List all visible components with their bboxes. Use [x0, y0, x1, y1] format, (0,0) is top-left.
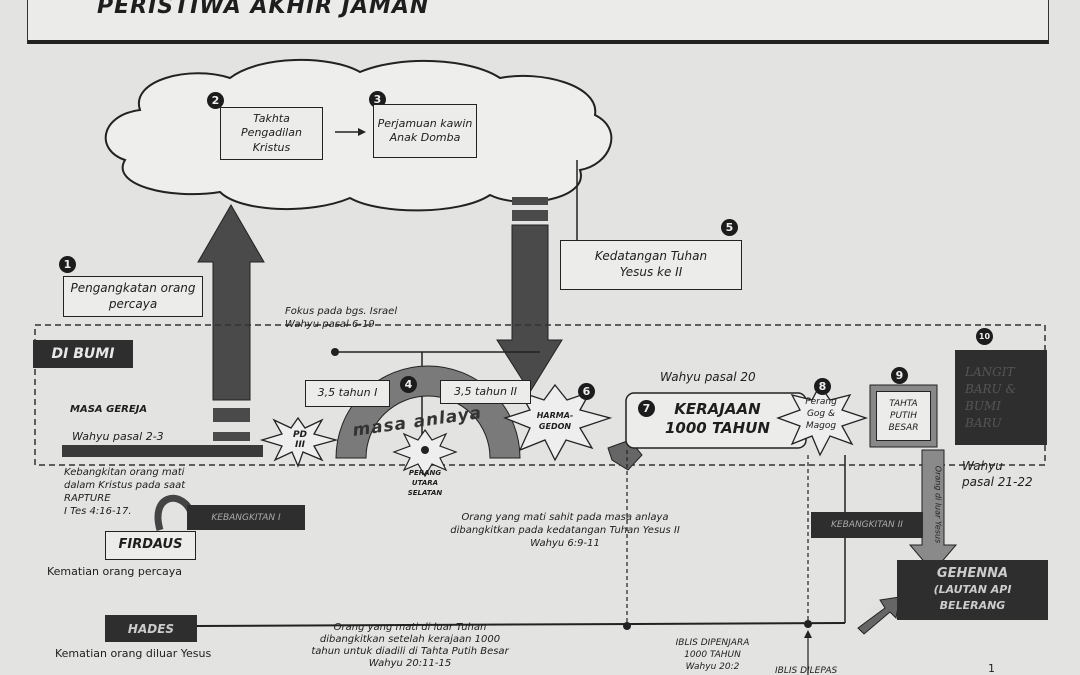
text-line: dibangkitkan setelah kerajaan 1000 — [319, 634, 501, 645]
langit-line: BUMI — [965, 398, 1001, 413]
di-bumi-label: DI BUMI — [33, 340, 133, 368]
mati-sahit-text: Orang yang mati sahit pada masa anlaya di… — [420, 511, 710, 550]
kerajaan-line: 1000 TAHUN — [665, 419, 770, 437]
text-line: Wahyu 20:2 — [685, 662, 740, 672]
marker-6: 6 — [578, 383, 595, 400]
gehenna-box: GEHENNA (LAUTAN API BELERANG — [897, 560, 1048, 620]
rapture-up-arrow — [197, 204, 265, 401]
second-coming-down-arrow — [496, 224, 563, 393]
marker-1: 1 — [59, 256, 76, 273]
hades-box: HADES — [105, 615, 197, 642]
text-line: 1000 TAHUN — [684, 650, 741, 660]
iblis-penjara-text: IBLIS DIPENJARA 1000 TAHUN Wahyu 20:2 — [655, 637, 770, 673]
orang-luar-yesus-label: Orang di luar Yesus — [933, 465, 943, 544]
tahun1-box: 3,5 tahun I — [305, 380, 390, 407]
marker-10: 10 — [976, 328, 993, 345]
langit-line: BARU & — [965, 381, 1017, 396]
text-line: I Tes 4:16-17. — [64, 506, 132, 517]
text-line: IBLIS DIPENJARA — [675, 638, 750, 648]
perang-utara-selatan: PERANG UTARA SELATAN — [400, 468, 450, 498]
page-title: PERISTIWA AKHIR JAMAN — [97, 0, 430, 19]
wahyu-20-label: Wahyu pasal 20 — [660, 370, 756, 384]
gehenna-line: BELERANG — [939, 599, 1006, 612]
to-gehenna-arrow — [908, 449, 958, 573]
text-line: Wahyu 6:9-11 — [530, 538, 600, 549]
perang-line: SELATAN — [407, 489, 443, 497]
harmagedon-star — [503, 383, 613, 462]
iblis-arrow — [857, 596, 901, 635]
pd3-label: PD III — [292, 430, 308, 450]
marker-3: 3 — [369, 91, 386, 108]
marker-4: 4 — [400, 376, 417, 393]
text-line: RAPTURE — [64, 493, 111, 504]
perang-line: UTARA — [411, 479, 439, 487]
marker-7: 7 — [638, 400, 655, 417]
marker-9: 9 — [891, 367, 908, 384]
kematian-percaya-label: Kematian orang percaya — [47, 565, 182, 578]
masa-gereja-label: MASA GEREJA — [70, 404, 148, 415]
langit-line: LANGIT — [965, 364, 1015, 379]
marker-2: 2 — [207, 92, 224, 109]
tahta-putih-box: TAHTA PUTIH BESAR — [876, 391, 931, 441]
perjamuan-box: Perjamuan kawin Anak Domba — [373, 104, 477, 158]
perang-line: PERANG — [408, 469, 442, 477]
takhta-pengadilan-box: Takhta Pengadilan Kristus — [220, 107, 323, 160]
gog-line: Magog — [805, 421, 837, 431]
kebangkitan-2-box: KEBANGKITAN II — [811, 512, 923, 538]
harmagedon-label: HARMA- GEDON — [530, 410, 580, 432]
gog-line: Perang — [805, 397, 837, 407]
wahyu-line: pasal 21-22 — [962, 475, 1033, 489]
text-line: Kebangkitan orang mati — [64, 467, 185, 478]
pd3-star — [259, 416, 339, 468]
wahyu-line: Wahyu — [962, 459, 1003, 473]
langit-baru-box: LANGIT BARU & BUMI BARU — [955, 350, 1047, 445]
firdaus-box: FIRDAUS — [105, 531, 196, 560]
fokus-line: Fokus pada bgs. Israel — [285, 306, 398, 317]
pengangkatan-box: Pengangkatan orang percaya — [63, 276, 203, 317]
tahta-line: TAHTA — [889, 399, 918, 409]
kematian-luar-label: Kematian orang diluar Yesus — [55, 647, 212, 660]
wahyu-21-22-label: Wahyu pasal 21-22 — [962, 458, 1033, 490]
harmagedon-line: HARMA- — [536, 411, 574, 420]
gog-magog-star — [776, 383, 869, 457]
tahta-line: BESAR — [888, 423, 919, 433]
kebangkitan-rapture-text: Kebangkitan orang mati dalam Kristus pada… — [64, 466, 185, 518]
page-number: 1 — [988, 662, 995, 675]
kebangkitan-1-box: KEBANGKITAN I — [187, 505, 305, 530]
text-line: Orang yang mati sahit pada masa anlaya — [461, 512, 669, 523]
iblis-dilepas-text: IBLIS DILEPAS — [775, 666, 838, 675]
tahta-line: PUTIH — [890, 411, 917, 421]
kedatangan-box: Kedatangan Tuhan Yesus ke II — [560, 240, 742, 290]
title-bar — [27, 0, 1049, 44]
marker-5: 5 — [721, 219, 738, 236]
text-line: tahun untuk diadili di Tahta Putih Besar — [311, 646, 509, 657]
gog-line: Gog & — [806, 409, 836, 419]
gehenna-line: (LAUTAN API — [933, 583, 1012, 596]
fokus-line: Wahyu pasal 6-19 — [285, 319, 375, 330]
harmagedon-line: GEDON — [538, 422, 572, 431]
text-line: dalam Kristus pada saat — [64, 480, 186, 491]
text-line: Orang yang mati di luar Tuhan — [333, 622, 487, 633]
langit-line: BARU — [965, 415, 1002, 430]
text-line: Wahyu 20:11-15 — [368, 658, 452, 669]
marker-8: 8 — [814, 378, 831, 395]
kerajaan-line: KERAJAAN — [674, 400, 761, 418]
wahyu-2-3-label: Wahyu pasal 2-3 — [72, 430, 164, 443]
tahun2-box: 3,5 tahun II — [440, 380, 531, 404]
text-line: dibangkitkan pada kedatangan Tuhan Yesus… — [450, 525, 680, 536]
gehenna-line: GEHENNA — [936, 566, 1009, 581]
